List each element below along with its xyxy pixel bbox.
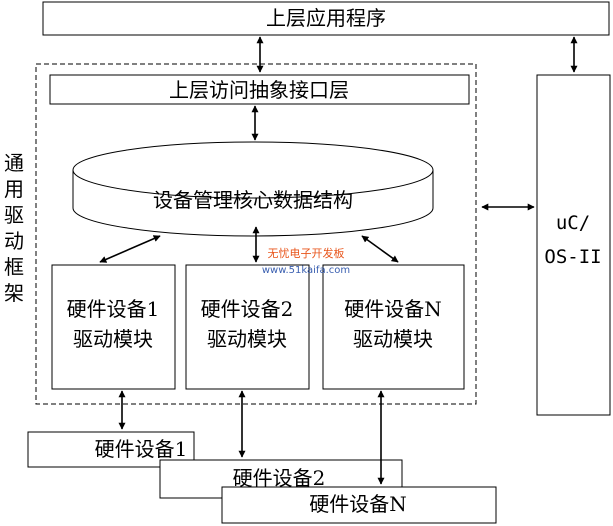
access-layer-box: 上层访问抽象接口层 xyxy=(49,74,470,105)
svg-text:驱动模块: 驱动模块 xyxy=(207,327,287,351)
svg-text:硬件设备2: 硬件设备2 xyxy=(233,466,326,490)
arrow-core-drivern xyxy=(361,235,399,263)
driver-module-n: 硬件设备N 驱动模块 xyxy=(322,264,465,390)
svg-text:动: 动 xyxy=(4,229,24,253)
rtos-box: uC/ OS-II xyxy=(536,74,611,416)
watermark: 无忧电子开发板 www.51kaifa.com xyxy=(262,246,350,276)
svg-text:通: 通 xyxy=(4,151,24,175)
svg-text:硬件设备N: 硬件设备N xyxy=(309,492,407,516)
svg-text:硬件设备N: 硬件设备N xyxy=(344,297,442,321)
arrow-core-driver1 xyxy=(99,235,161,263)
watermark-line1: 无忧电子开发板 xyxy=(268,246,345,260)
hw-device-n: 硬件设备N xyxy=(221,486,497,524)
watermark-line2: www.51kaifa.com xyxy=(262,265,350,276)
rtos-label-line2: OS-II xyxy=(544,246,601,268)
framework-boundary xyxy=(35,63,477,405)
app-box: 上层应用程序 xyxy=(42,1,610,36)
svg-text:驱动模块: 驱动模块 xyxy=(73,327,153,351)
rtos-label-line1: uC/ xyxy=(556,212,590,234)
svg-text:用: 用 xyxy=(4,177,24,201)
svg-text:驱动模块: 驱动模块 xyxy=(353,327,433,351)
app-label: 上层应用程序 xyxy=(266,6,386,30)
svg-text:架: 架 xyxy=(4,281,24,305)
svg-text:硬件设备2: 硬件设备2 xyxy=(201,297,294,321)
svg-text:框: 框 xyxy=(4,255,24,279)
svg-text:硬件设备1: 硬件设备1 xyxy=(67,297,160,321)
core-data-structure: 设备管理核心数据结构 xyxy=(72,141,434,237)
access-layer-label: 上层访问抽象接口层 xyxy=(169,78,349,102)
core-label: 设备管理核心数据结构 xyxy=(153,188,353,212)
driver-module-2: 硬件设备2 驱动模块 xyxy=(185,264,310,390)
svg-text:硬件设备1: 硬件设备1 xyxy=(95,437,188,461)
driver-module-1: 硬件设备1 驱动模块 xyxy=(51,264,176,390)
framework-label: 通 用 驱 动 框 架 xyxy=(4,151,24,305)
svg-text:驱: 驱 xyxy=(4,203,24,227)
